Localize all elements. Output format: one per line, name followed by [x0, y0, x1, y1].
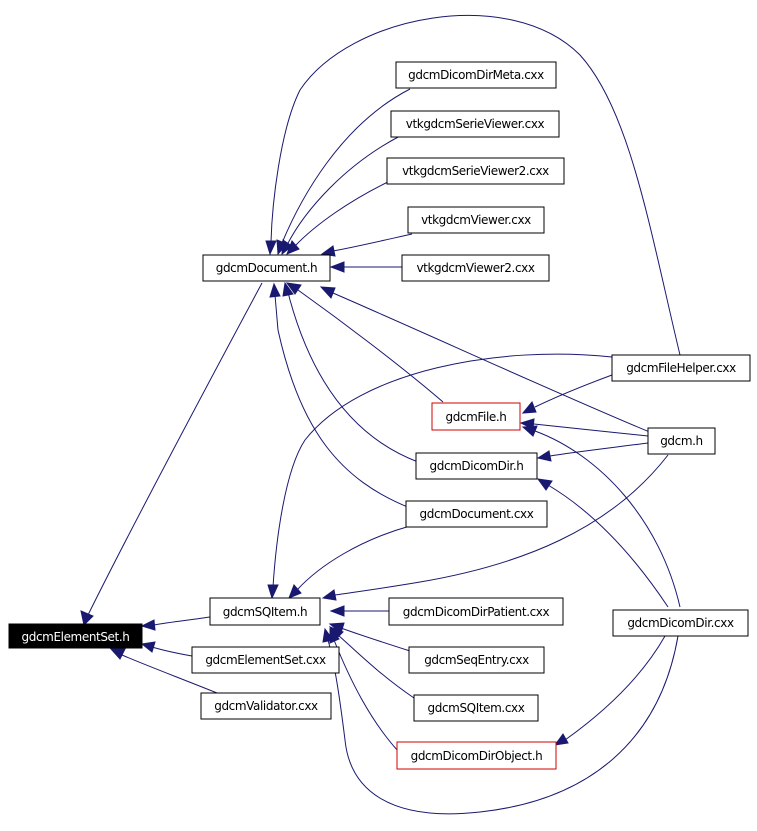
node-label: gdcmDocument.cxx: [420, 507, 534, 521]
node-label: gdcmDicomDir.cxx: [627, 616, 734, 630]
edge-dicomdirmeta-to-document-h: [281, 88, 411, 244]
node-label: gdcmElementSet.h: [22, 630, 130, 644]
edge-validator-cxx-to-elementset-h: [121, 654, 223, 696]
arrowhead: [321, 589, 337, 601]
node-gdcmsqitem-h[interactable]: gdcmSQItem.h: [209, 597, 321, 626]
edge-dicomdirobject-to-sqitem-h: [333, 639, 399, 752]
node-label: gdcmSeqEntry.cxx: [424, 653, 529, 667]
node-gdcmelementset-h[interactable]: gdcmElementSet.h: [8, 623, 143, 649]
node-gdcmvalidator-cxx[interactable]: gdcmValidator.cxx: [200, 692, 332, 720]
arrowhead: [288, 584, 302, 599]
arrowhead: [265, 240, 277, 256]
arrowhead: [536, 450, 552, 462]
node-gdcmdicomdir-cxx[interactable]: gdcmDicomDir.cxx: [612, 609, 749, 637]
node-gdcmseqentry-cxx[interactable]: gdcmSeqEntry.cxx: [408, 646, 545, 674]
node-vtkgdcmserieviewer-cxx[interactable]: vtkgdcmSerieViewer.cxx: [390, 110, 560, 138]
node-gdcmdicomdir-h[interactable]: gdcmDicomDir.h: [415, 452, 538, 480]
arrowhead: [267, 584, 279, 600]
arrowhead: [329, 605, 345, 617]
arrowhead: [328, 622, 345, 634]
arrowhead: [269, 282, 281, 298]
edge-gdcm-h-to-sqitem-h: [334, 454, 669, 596]
edge-dicomdir-cxx-to-dicomdir-h: [547, 484, 669, 608]
node-gdcmdocument-h[interactable]: gdcmDocument.h: [202, 254, 331, 282]
node-gdcmdicomdirpatient-cxx[interactable]: gdcmDicomDirPatient.cxx: [388, 597, 564, 626]
edge-elementset-cxx-to-elementset-h: [151, 646, 193, 657]
edge-gdcm-h-to-document-h: [332, 292, 653, 434]
edge-filehelper-to-file-h: [534, 374, 613, 408]
node-vtkgdcmserieviewer2-cxx[interactable]: vtkgdcmSerieViewer2.cxx: [386, 157, 565, 185]
node-label: gdcmSQItem.cxx: [428, 701, 525, 715]
edge-seqentry-to-sqitem-h: [340, 627, 411, 652]
edge-sqitem-cxx-to-sqitem-h: [337, 634, 415, 699]
node-gdcmelementset-cxx[interactable]: gdcmElementSet.cxx: [191, 646, 340, 674]
arrowhead: [286, 240, 300, 255]
node-label: gdcmFileHelper.cxx: [626, 361, 736, 375]
node-label: gdcmDocument.h: [216, 261, 318, 275]
edge-document-h-to-elementset-h: [87, 282, 263, 616]
node-label: vtkgdcmViewer.cxx: [421, 213, 531, 227]
arrowhead: [282, 281, 294, 297]
arrowhead: [80, 610, 94, 627]
node-gdcmsqitem-cxx[interactable]: gdcmSQItem.cxx: [413, 694, 539, 722]
arrowhead: [329, 261, 345, 273]
node-label: gdcmDicomDirMeta.cxx: [408, 68, 544, 82]
arrowhead: [319, 286, 336, 299]
node-label: gdcmDicomDir.h: [430, 459, 524, 473]
node-label: vtkgdcmSerieViewer2.cxx: [402, 164, 549, 178]
node-label: gdcmDicomDirPatient.cxx: [403, 605, 550, 619]
edge-document-cxx-to-document-h: [274, 294, 411, 509]
edge-sqitem-h-to-elementset-h: [153, 616, 211, 626]
node-label: gdcmSQItem.h: [223, 605, 308, 619]
arrowhead: [285, 282, 302, 295]
node-vtkgdcmviewer-cxx[interactable]: vtkgdcmViewer.cxx: [407, 206, 545, 234]
arrowhead: [109, 648, 126, 660]
edge-gdcm-h-to-dicomdir-h: [549, 442, 649, 457]
node-gdcmdicomdirmeta-cxx[interactable]: gdcmDicomDirMeta.cxx: [395, 61, 557, 89]
edge-filehelper-to-document-h: [270, 15, 681, 356]
node-label: gdcmFile.h: [445, 410, 506, 424]
node-label: vtkgdcmViewer2.cxx: [416, 261, 534, 275]
node-label: gdcmDicomDirObject.h: [411, 749, 543, 763]
node-gdcmdocument-cxx[interactable]: gdcmDocument.cxx: [405, 500, 548, 528]
edge-dicomdir-cxx-to-dicomdirobject: [564, 635, 666, 741]
edge-dicomdir-cxx-to-sqitem-h: [327, 635, 679, 815]
graph-edges: [80, 15, 681, 815]
graph-nodes: gdcmElementSet.h gdcmDocument.h gdcmSQIt…: [8, 61, 751, 770]
edge-gdcm-h-to-file-h: [533, 423, 649, 437]
edge-document-cxx-to-sqitem-h: [296, 525, 411, 591]
node-label: gdcm.h: [660, 434, 703, 448]
node-gdcm-h[interactable]: gdcm.h: [647, 427, 716, 455]
arrowhead: [140, 641, 156, 653]
arrowhead: [521, 401, 537, 414]
edge-serieviewer-to-document-h: [286, 135, 401, 246]
arrowhead: [322, 627, 334, 643]
edge-filehelper-to-sqitem-h: [272, 353, 613, 588]
edge-viewer-to-document-h: [332, 233, 413, 252]
node-gdcmfilehelper-cxx[interactable]: gdcmFileHelper.cxx: [611, 354, 751, 382]
edge-file-h-to-document-h: [297, 289, 444, 403]
node-label: gdcmElementSet.cxx: [205, 653, 326, 667]
arrowhead: [536, 478, 553, 491]
node-vtkgdcmviewer2-cxx[interactable]: vtkgdcmViewer2.cxx: [401, 254, 550, 282]
arrowhead: [553, 733, 569, 746]
arrowhead: [281, 239, 293, 256]
node-gdcmdicomdirobject-h[interactable]: gdcmDicomDirObject.h: [396, 741, 557, 770]
arrowhead: [521, 425, 538, 437]
edge-serieviewer2-to-document-h: [294, 179, 393, 247]
edge-dicomdir-cxx-to-file-h: [534, 430, 681, 608]
node-label: vtkgdcmSerieViewer.cxx: [406, 117, 545, 131]
edge-dicomdir-h-to-document-h: [287, 291, 419, 463]
arrowhead: [140, 619, 156, 631]
node-gdcmfile-h[interactable]: gdcmFile.h: [431, 402, 521, 431]
node-label: gdcmValidator.cxx: [214, 699, 318, 713]
